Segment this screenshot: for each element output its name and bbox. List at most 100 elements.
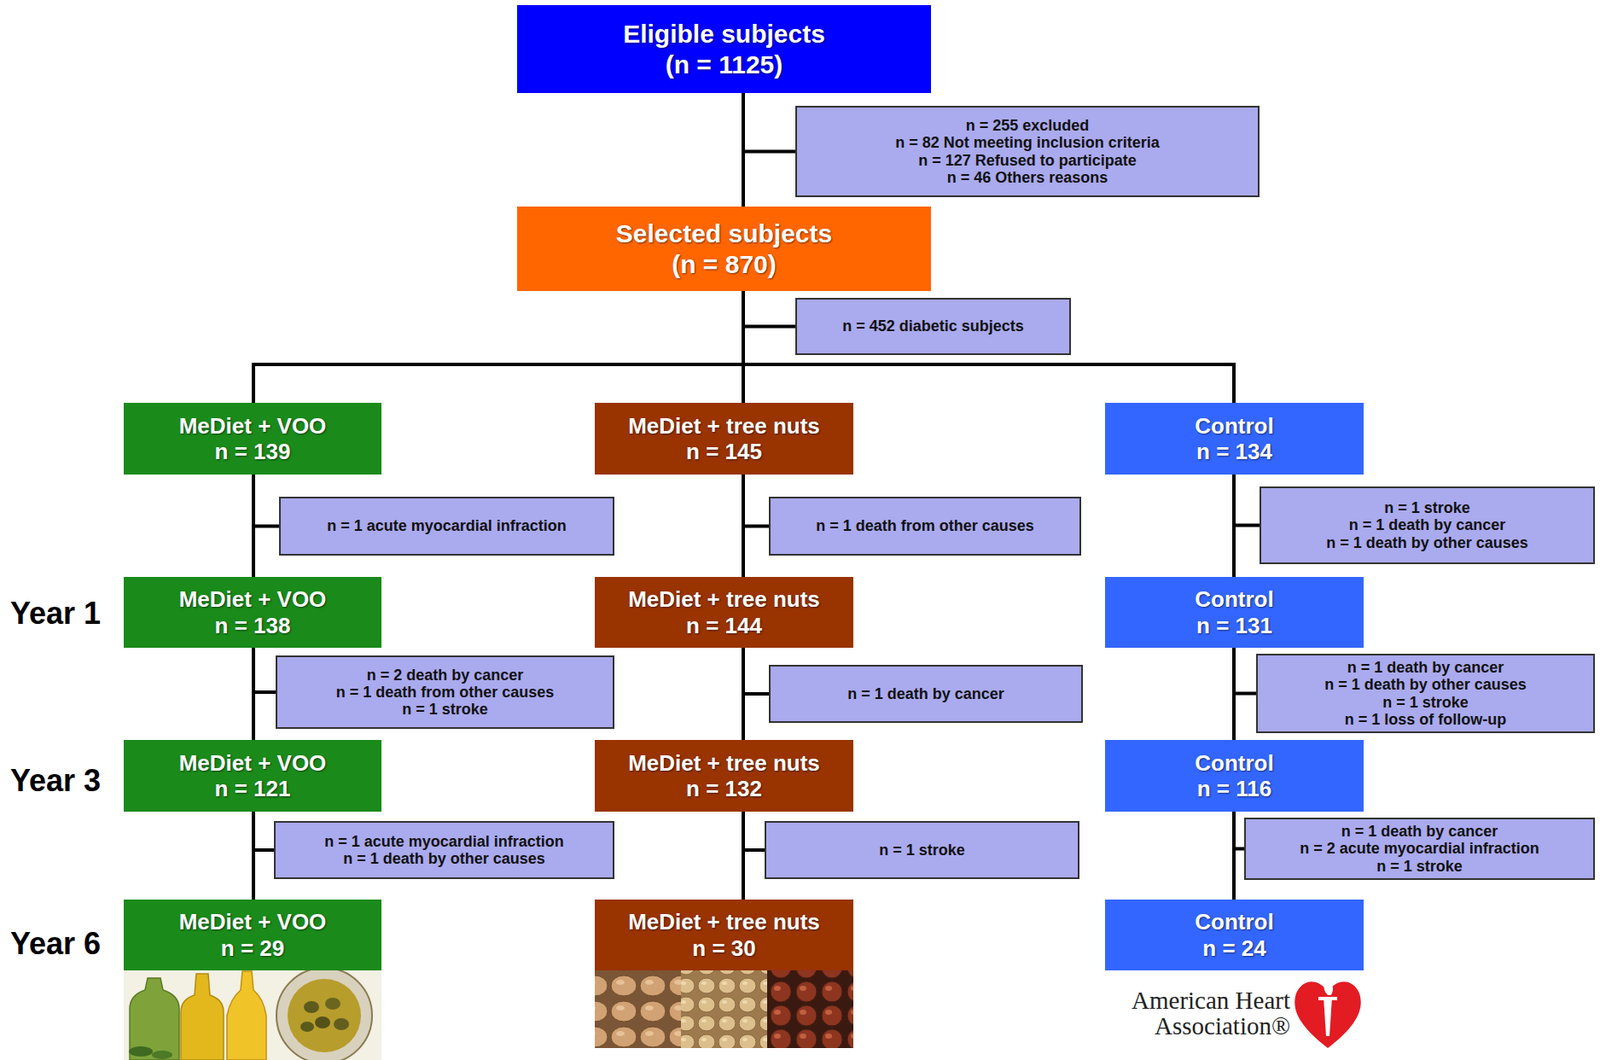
arm-box: MeDiet + VOOn = 29 (123, 899, 382, 971)
node-text: n = 1 death by cancer (847, 685, 1005, 703)
connector-line (741, 647, 745, 740)
arm-box: MeDiet + VOOn = 139 (123, 402, 382, 475)
node-text: Control (1194, 750, 1274, 776)
connector-line (1232, 811, 1236, 900)
event-box: n = 1 death by cancern = 2 acute myocard… (1244, 817, 1595, 880)
node-text: Selected subjects (616, 218, 832, 249)
node-text: n = 46 Others reasons (947, 168, 1109, 187)
node-text: n = 1 loss of follow-up (1344, 710, 1507, 728)
arm-box: Controln = 131 (1105, 576, 1364, 648)
note-box: n = 452 diabetic subjects (795, 297, 1071, 355)
arm-box: MeDiet + VOOn = 138 (123, 576, 382, 648)
arm-box: MeDiet + tree nutsn = 144 (594, 576, 854, 648)
connector-line (251, 474, 256, 577)
node-text: MeDiet + tree nuts (628, 413, 821, 439)
node-text: n = 1 death by cancer (1347, 658, 1505, 676)
arm-box: MeDiet + tree nutsn = 145 (594, 402, 854, 475)
year-label: Year 6 (10, 928, 101, 960)
connector-line (253, 647, 276, 693)
node-text: n = 127 Refused to participate (918, 151, 1137, 169)
node-text: n = 121 (215, 775, 291, 802)
header-box: Selected subjects(n = 870) (517, 206, 931, 291)
node-text: MeDiet + tree nuts (628, 750, 821, 776)
node-text: n = 1 death from other causes (336, 683, 555, 701)
node-text: n = 24 (1202, 935, 1266, 961)
olive-oil-photo (123, 967, 382, 1060)
node-text: n = 132 (686, 775, 763, 802)
node-text: n = 1 stroke (878, 841, 966, 859)
node-text: n = 1 stroke (401, 700, 489, 718)
node-text: n = 452 diabetic subjects (842, 317, 1024, 335)
node-text: Control (1194, 586, 1274, 612)
node-text: n = 131 (1196, 612, 1273, 639)
year-label: Year 3 (10, 765, 101, 797)
node-text: n = 1 stroke (1382, 693, 1469, 711)
connector-line (743, 93, 796, 152)
node-text: n = 1 death from other causes (815, 517, 1035, 535)
heart-logo (1294, 976, 1361, 1048)
node-text: (n = 1125) (665, 49, 784, 80)
node-text: Control (1194, 908, 1274, 935)
connector-line (253, 290, 744, 403)
arm-box: Controln = 116 (1105, 739, 1364, 812)
connector-line (253, 474, 280, 527)
connector-line (741, 811, 745, 900)
connector-line (253, 811, 274, 850)
node-text: n = 30 (692, 935, 756, 961)
event-box: n = 1 death from other causes (768, 496, 1082, 556)
connector-line (743, 290, 796, 327)
node-text: n = 29 (221, 935, 285, 961)
node-text: n = 2 death by cancer (366, 666, 524, 684)
event-box: n = 1 acute myocardial infractionn = 1 d… (273, 820, 615, 879)
arm-box: Controln = 24 (1105, 899, 1364, 971)
node-text: MeDiet + tree nuts (628, 586, 821, 612)
event-box: n = 1 stroken = 1 death by cancern = 1 d… (1259, 486, 1595, 565)
nuts-photo (594, 970, 854, 1048)
connector-line (741, 93, 745, 207)
node-text: n = 144 (686, 612, 763, 639)
event-box: n = 1 death by cancern = 1 death by othe… (1256, 653, 1595, 734)
connector-line (743, 811, 765, 850)
node-text: MeDiet + VOO (179, 413, 327, 439)
node-text: MeDiet + VOO (179, 586, 327, 612)
node-text: MeDiet + VOO (179, 908, 327, 935)
connector-line (251, 647, 256, 740)
node-text: n = 82 Not meeting inclusion criteria (895, 133, 1160, 152)
connector-line (1232, 647, 1236, 740)
connector-line (251, 811, 256, 900)
node-text: n = 1 death by other causes (1326, 534, 1529, 552)
node-text: n = 139 (215, 438, 291, 465)
exclusion-box: n = 255 excludedn = 82 Not meeting inclu… (795, 105, 1260, 198)
year-label: Year 1 (10, 598, 101, 629)
node-text: n = 1 death by cancer (1349, 516, 1507, 534)
node-text: n = 1 death by other causes (1324, 675, 1527, 693)
node-text: n = 134 (1196, 438, 1273, 465)
connector-line (743, 647, 769, 694)
node-text: n = 138 (215, 612, 291, 639)
node-text: n = 1 death by other causes (343, 849, 546, 867)
arm-box: MeDiet + tree nutsn = 132 (594, 739, 854, 812)
node-text: MeDiet + VOO (179, 750, 327, 776)
arm-box: MeDiet + tree nutsn = 30 (594, 899, 854, 971)
event-box: n = 1 acute myocardial infraction (279, 496, 615, 556)
node-text: n = 255 excluded (965, 116, 1090, 134)
node-text: n = 2 acute myocardial infraction (1299, 839, 1540, 857)
node-text: (n = 870) (671, 249, 777, 280)
node-text: n = 1 stroke (1376, 857, 1463, 875)
event-box: n = 1 death by cancer (768, 664, 1083, 723)
connector-line (743, 290, 1234, 403)
header-box: Eligible subjects(n = 1125) (517, 5, 931, 94)
node-text: n = 116 (1197, 775, 1272, 802)
connector-line (1233, 474, 1260, 526)
arm-box: Controln = 134 (1105, 402, 1364, 475)
connector-line (1233, 647, 1257, 694)
connector-line (741, 474, 745, 577)
node-text: n = 145 (686, 438, 763, 465)
node-text: n = 1 stroke (1384, 499, 1471, 517)
event-box: n = 1 stroke (764, 820, 1080, 879)
node-text: Control (1194, 413, 1274, 439)
node-text: MeDiet + tree nuts (628, 908, 821, 935)
arm-box: MeDiet + VOOn = 121 (123, 739, 382, 812)
